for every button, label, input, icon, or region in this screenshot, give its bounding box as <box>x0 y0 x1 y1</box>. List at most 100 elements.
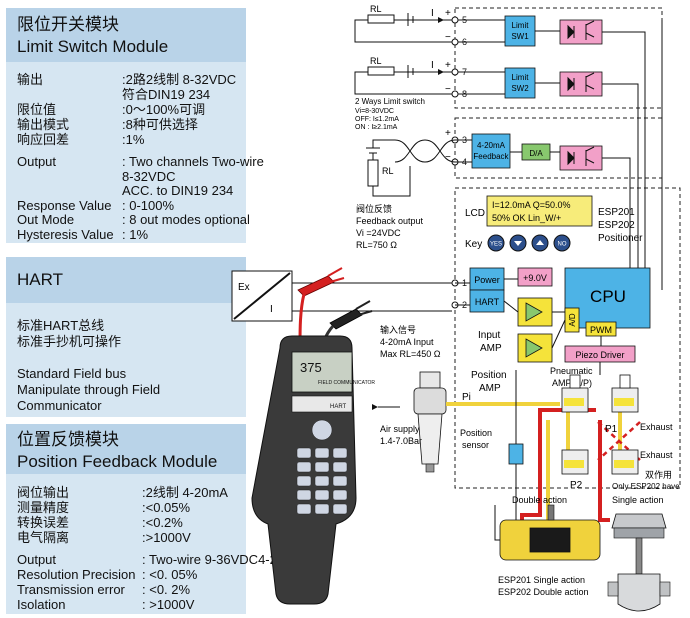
valve-3 <box>561 449 589 475</box>
keypad-key[interactable] <box>314 489 330 501</box>
spec-value: 符合DIN19 234 <box>122 87 211 102</box>
piezo-label: Piezo Driver <box>575 350 624 360</box>
air-supply-2: 1.4-7.0Bar <box>380 436 422 446</box>
feedback-block <box>471 133 511 169</box>
limit-title-en: Limit Switch Module <box>17 37 169 56</box>
input-amp-1: Input <box>478 330 500 341</box>
feedback-block-l1: 4-20mA <box>477 141 506 150</box>
hart-label: HART <box>475 297 500 307</box>
spec-key: 响应回差 <box>17 132 70 147</box>
feedback-header <box>6 424 246 474</box>
pneumatic-1: Pneumatic <box>550 366 593 376</box>
terminal-number: 5 <box>462 15 467 25</box>
feedback-rl: RL <box>382 166 394 176</box>
optocoupler-1 <box>559 19 603 45</box>
limit-circuit-2 <box>354 65 505 95</box>
keypad-key[interactable] <box>296 461 312 473</box>
terminal-number: 2 <box>462 300 467 310</box>
keypad-key[interactable] <box>332 475 348 487</box>
terminal-number: 4 <box>462 157 467 167</box>
optocoupler-2 <box>559 71 603 97</box>
hart-header <box>6 257 246 303</box>
spec-key: Output <box>17 154 57 169</box>
optocoupler-3 <box>559 145 603 171</box>
exhaust-1: Exhaust <box>640 422 673 432</box>
two-ways-spec-3: ON : I≥2.1mA <box>355 124 398 131</box>
keypad-key[interactable] <box>296 489 312 501</box>
feedback-title-cn: 位置反馈模块 <box>17 430 119 449</box>
hart-line: 标准手抄机可操作 <box>17 334 122 349</box>
keypad-key[interactable] <box>314 447 330 459</box>
terminal-number: 6 <box>462 37 467 47</box>
lcd-screen <box>486 195 593 227</box>
keypad-key[interactable] <box>332 489 348 501</box>
terminal-number: 8 <box>462 89 467 99</box>
terminal-group <box>451 16 459 309</box>
hart-line: Standard Field bus <box>17 366 127 381</box>
yes-key-label: YES <box>490 242 502 248</box>
spec-key: Isolation <box>17 597 66 612</box>
terminal <box>451 38 459 46</box>
feedback-title-en: Position Feedback Module <box>17 452 218 471</box>
key-label: Key <box>465 239 482 250</box>
spec-key: 输出模式 <box>17 117 70 132</box>
input-amp-2: AMP <box>480 343 502 354</box>
spec-value: :2路2线制 8-32VDC <box>122 72 237 87</box>
esp-label-3: Positioner <box>598 233 643 244</box>
spec-key: 限位值 <box>17 102 57 117</box>
keypad-key[interactable] <box>332 447 348 459</box>
exhaust-2: Exhaust <box>640 450 673 460</box>
spec-key: Out Mode <box>17 212 75 228</box>
plus-1: + <box>445 8 451 19</box>
spec-key: Response Value <box>17 197 112 213</box>
communicator-brand: HART <box>330 404 347 410</box>
feedback-label-2: Feedback output <box>356 216 424 226</box>
terminal <box>451 68 459 76</box>
feedback-block-l2: Feedback <box>473 152 509 161</box>
keypad-key[interactable] <box>332 503 348 515</box>
limit-circuit-1 <box>354 13 505 43</box>
keypad-key[interactable] <box>314 475 330 487</box>
spec-value: : <0. 05% <box>142 567 198 582</box>
keypad-key[interactable] <box>296 447 312 459</box>
keypad-key[interactable] <box>314 503 330 515</box>
navigation-pad[interactable] <box>311 419 333 441</box>
hart-line: 标准HART总线 <box>17 318 105 333</box>
spec-value: :1% <box>122 132 145 147</box>
spec-key: Hysteresis Value <box>17 227 114 242</box>
feedback-minus: − <box>445 152 451 163</box>
valve-1 <box>561 374 589 413</box>
keypad-key[interactable] <box>332 461 348 473</box>
double-action-label: Double action <box>512 495 567 505</box>
esp-label-2: ESP202 <box>598 220 635 231</box>
input-signal-1: 输入信号 <box>380 324 416 335</box>
feedback-circuit <box>366 139 472 197</box>
keypad-key[interactable] <box>296 503 312 515</box>
spec-value: :0～100%可调 <box>122 102 206 117</box>
spec-key: 电气隔离 <box>17 530 70 545</box>
rl-label-1: RL <box>370 4 382 14</box>
limit-sw2-label: Limit <box>512 73 530 82</box>
feedback-label-4: RL=750 Ω <box>356 240 397 250</box>
ad-label: A/D <box>568 313 577 327</box>
limit-sw1-label-2: SW1 <box>511 32 529 41</box>
valve-2 <box>611 374 639 413</box>
input-signal-3: Max RL=450 Ω <box>380 349 441 359</box>
no-key[interactable] <box>553 234 571 252</box>
no-key-label: NO <box>558 242 567 248</box>
spec-value: :<0.2% <box>142 515 183 530</box>
keypad-key[interactable] <box>296 475 312 487</box>
yes-key[interactable] <box>487 234 505 252</box>
spec-value: : Two-wire 9-36VDC4-20mA <box>142 552 304 567</box>
legend-2: ESP202 Double action <box>498 587 589 597</box>
feedback-module-enclosure <box>454 117 663 179</box>
da-label: D/A <box>529 149 543 158</box>
key-row: YES NO <box>487 234 571 252</box>
air-filter <box>413 371 447 473</box>
limit-sw2-block <box>504 67 536 99</box>
feedback-label-1: 阀位反馈 <box>356 203 392 214</box>
keypad-key[interactable] <box>314 461 330 473</box>
two-ways-title: 2 Ways Limit switch <box>355 97 425 106</box>
lcd-label: LCD <box>465 208 485 219</box>
arrow-up-icon <box>536 240 544 245</box>
